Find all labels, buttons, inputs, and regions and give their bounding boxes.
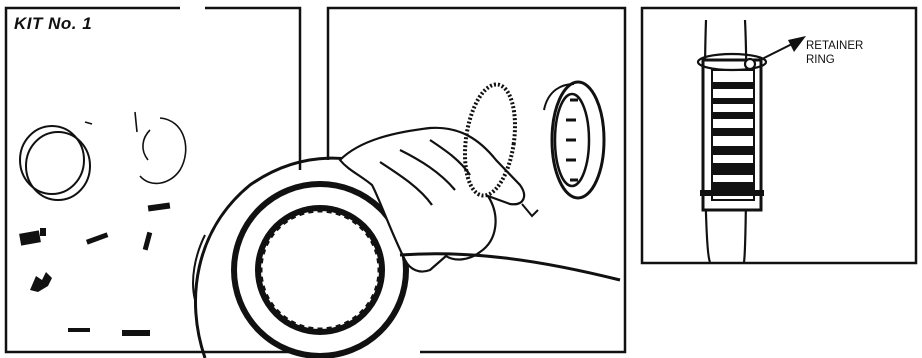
plate-tooth bbox=[258, 258, 264, 264]
friction-plate-teeth bbox=[258, 208, 383, 333]
plate-tooth bbox=[376, 258, 382, 264]
plate-tooth bbox=[318, 208, 323, 213]
callout-line-1: RETAINER bbox=[806, 39, 863, 53]
snap-rings bbox=[85, 112, 186, 183]
plate-tooth bbox=[318, 328, 323, 333]
plate-tooth bbox=[378, 268, 383, 273]
small-parts bbox=[19, 202, 170, 336]
callout-line-2: RING bbox=[806, 53, 863, 67]
seal-rings bbox=[20, 126, 90, 200]
panel-retainer-ring bbox=[642, 8, 916, 263]
plate-tooth bbox=[327, 326, 333, 332]
clutch-stack bbox=[700, 60, 764, 210]
panel-installation bbox=[193, 8, 625, 358]
kit-title: KIT No. 1 bbox=[14, 14, 92, 34]
retainer-ring-label: RETAINER RING bbox=[806, 39, 863, 67]
retainer-ring-arrow-icon bbox=[760, 36, 806, 60]
plate-tooth bbox=[308, 208, 314, 214]
plate-tooth bbox=[258, 277, 264, 283]
plate-tooth bbox=[327, 208, 333, 214]
clutch-drum bbox=[544, 82, 604, 198]
plate-tooth bbox=[258, 268, 263, 273]
plate-tooth bbox=[308, 326, 314, 332]
plate-tooth bbox=[376, 277, 382, 283]
